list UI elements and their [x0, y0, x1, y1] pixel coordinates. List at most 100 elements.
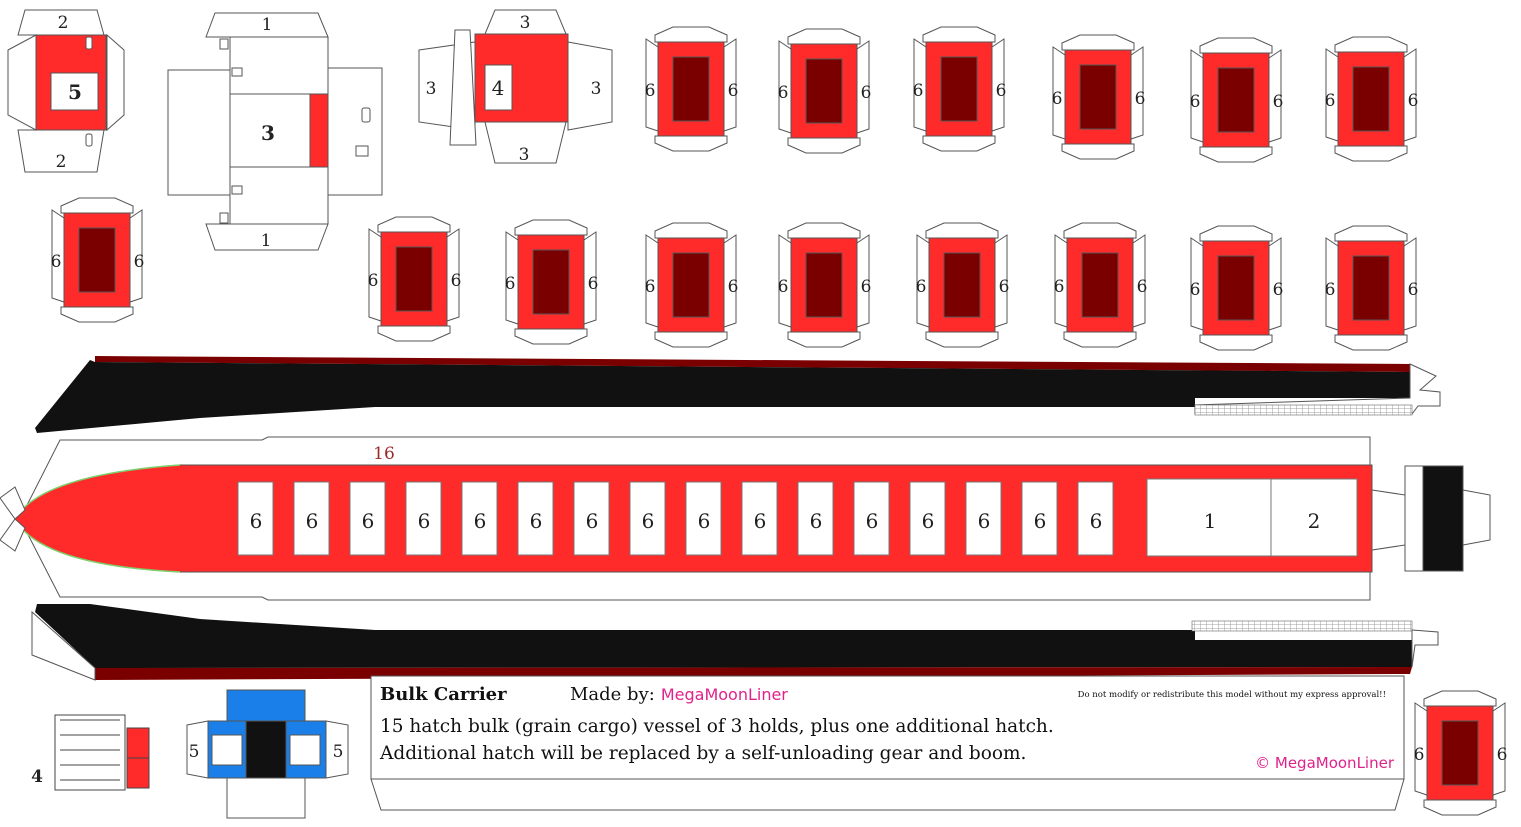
deck-hatch-opening: [629, 481, 666, 556]
part-5-number-left: 5: [189, 742, 200, 762]
end-flap: [377, 216, 451, 233]
end-flap: [1334, 225, 1408, 242]
info-panel-frame: [370, 675, 1405, 811]
part-6-number: 6: [474, 509, 487, 533]
deck-hatch-opening: [965, 481, 1002, 556]
hatch-cover: [532, 249, 570, 315]
deck-hatch-slot: 6: [853, 481, 890, 556]
part-3-number-top: 3: [520, 13, 531, 33]
part-6-number: 6: [866, 509, 879, 533]
end-flap: [922, 135, 996, 152]
part-6-number: 6: [645, 277, 656, 297]
deck-hatch-slot: 6: [573, 481, 610, 556]
hatch-cover: [805, 58, 843, 124]
part-6-number: 6: [362, 509, 375, 533]
deck-hatch-opening: [797, 481, 834, 556]
part-6-number: 6: [861, 83, 872, 103]
hull-side-top: [35, 356, 1441, 433]
part-6-number: 6: [728, 81, 739, 101]
hatch-cover: [805, 252, 843, 318]
part-4-number-gear: 4: [31, 767, 43, 787]
part-6-number: 6: [999, 277, 1010, 297]
part-6-number: 6: [1414, 745, 1425, 765]
deck-hatch-opening: [349, 481, 386, 556]
end-flap: [1423, 690, 1497, 707]
part-6-number: 6: [134, 252, 145, 272]
part-6-number: 6: [1190, 280, 1201, 300]
part-6-number: 6: [1034, 509, 1047, 533]
end-flap: [1061, 143, 1135, 160]
end-flap: [1199, 334, 1273, 351]
part-3-number-right: 3: [591, 79, 602, 99]
deck-hatch-opening: [1077, 481, 1114, 556]
hatch-cover: [78, 227, 116, 293]
part-6-number: 6: [1408, 91, 1419, 111]
hatch-cover: [1079, 64, 1117, 130]
part-5-number-right: 5: [333, 742, 344, 762]
end-flap: [377, 325, 451, 342]
deck-hatch-opening: [909, 481, 946, 556]
part-6-number: 6: [922, 509, 935, 533]
end-flap: [1063, 331, 1137, 348]
deck-hatch-slot: 6: [237, 481, 274, 556]
end-flap: [654, 331, 728, 348]
part-6-number: 6: [778, 83, 789, 103]
end-flap: [925, 222, 999, 239]
end-flap: [1423, 799, 1497, 816]
end-flap: [1199, 37, 1273, 54]
part-6-number: 6: [1054, 277, 1065, 297]
part-6-number: 6: [913, 81, 924, 101]
end-flap: [514, 328, 588, 345]
end-flap: [1334, 145, 1408, 162]
deck-hatch-slot: 6: [741, 481, 778, 556]
deck-hatch-opening: [1021, 481, 1058, 556]
part-6-number: 6: [1273, 280, 1284, 300]
hatch-cover: [1352, 255, 1390, 321]
part-3-number: 3: [261, 121, 275, 145]
end-flap: [1061, 34, 1135, 51]
description-line-1: 15 hatch bulk (grain cargo) vessel of 3 …: [380, 716, 1054, 737]
part-16-number: 16: [373, 444, 395, 464]
deck-hatch-slot: 6: [349, 481, 386, 556]
part-5-number: 5: [68, 80, 82, 104]
deck-hatch-slot: 6: [461, 481, 498, 556]
end-flap: [787, 137, 861, 154]
end-flap: [654, 222, 728, 239]
part-6-number: 6: [996, 81, 1007, 101]
part-2-number-deck: 2: [1308, 509, 1321, 533]
deck-hatch-opening: [573, 481, 610, 556]
part-6-number: 6: [368, 271, 379, 291]
part-6-number: 6: [698, 509, 711, 533]
model-title: Bulk Carrier: [380, 684, 507, 705]
part-6-number: 6: [588, 274, 599, 294]
hatch-cover: [395, 246, 433, 312]
end-flap: [922, 26, 996, 43]
part-6-number: 6: [1325, 91, 1336, 111]
part-6-number: 6: [810, 509, 823, 533]
end-flap: [1199, 225, 1273, 242]
deck-hatch-opening: [293, 481, 330, 556]
author-name: MegaMoonLiner: [660, 685, 788, 704]
part-1-number-bottom: 1: [261, 231, 272, 251]
part-6-number: 6: [505, 274, 516, 294]
part-6-number: 6: [978, 509, 991, 533]
hull-side-bottom: [31, 604, 1439, 681]
end-flap: [1063, 222, 1137, 239]
hatch-cover: [672, 56, 710, 122]
hatch-cover: [1081, 252, 1119, 318]
end-flap: [1334, 334, 1408, 351]
deck-hatch-opening: [853, 481, 890, 556]
part-6-number: 6: [1137, 277, 1148, 297]
hatch-cover: [1441, 720, 1479, 786]
